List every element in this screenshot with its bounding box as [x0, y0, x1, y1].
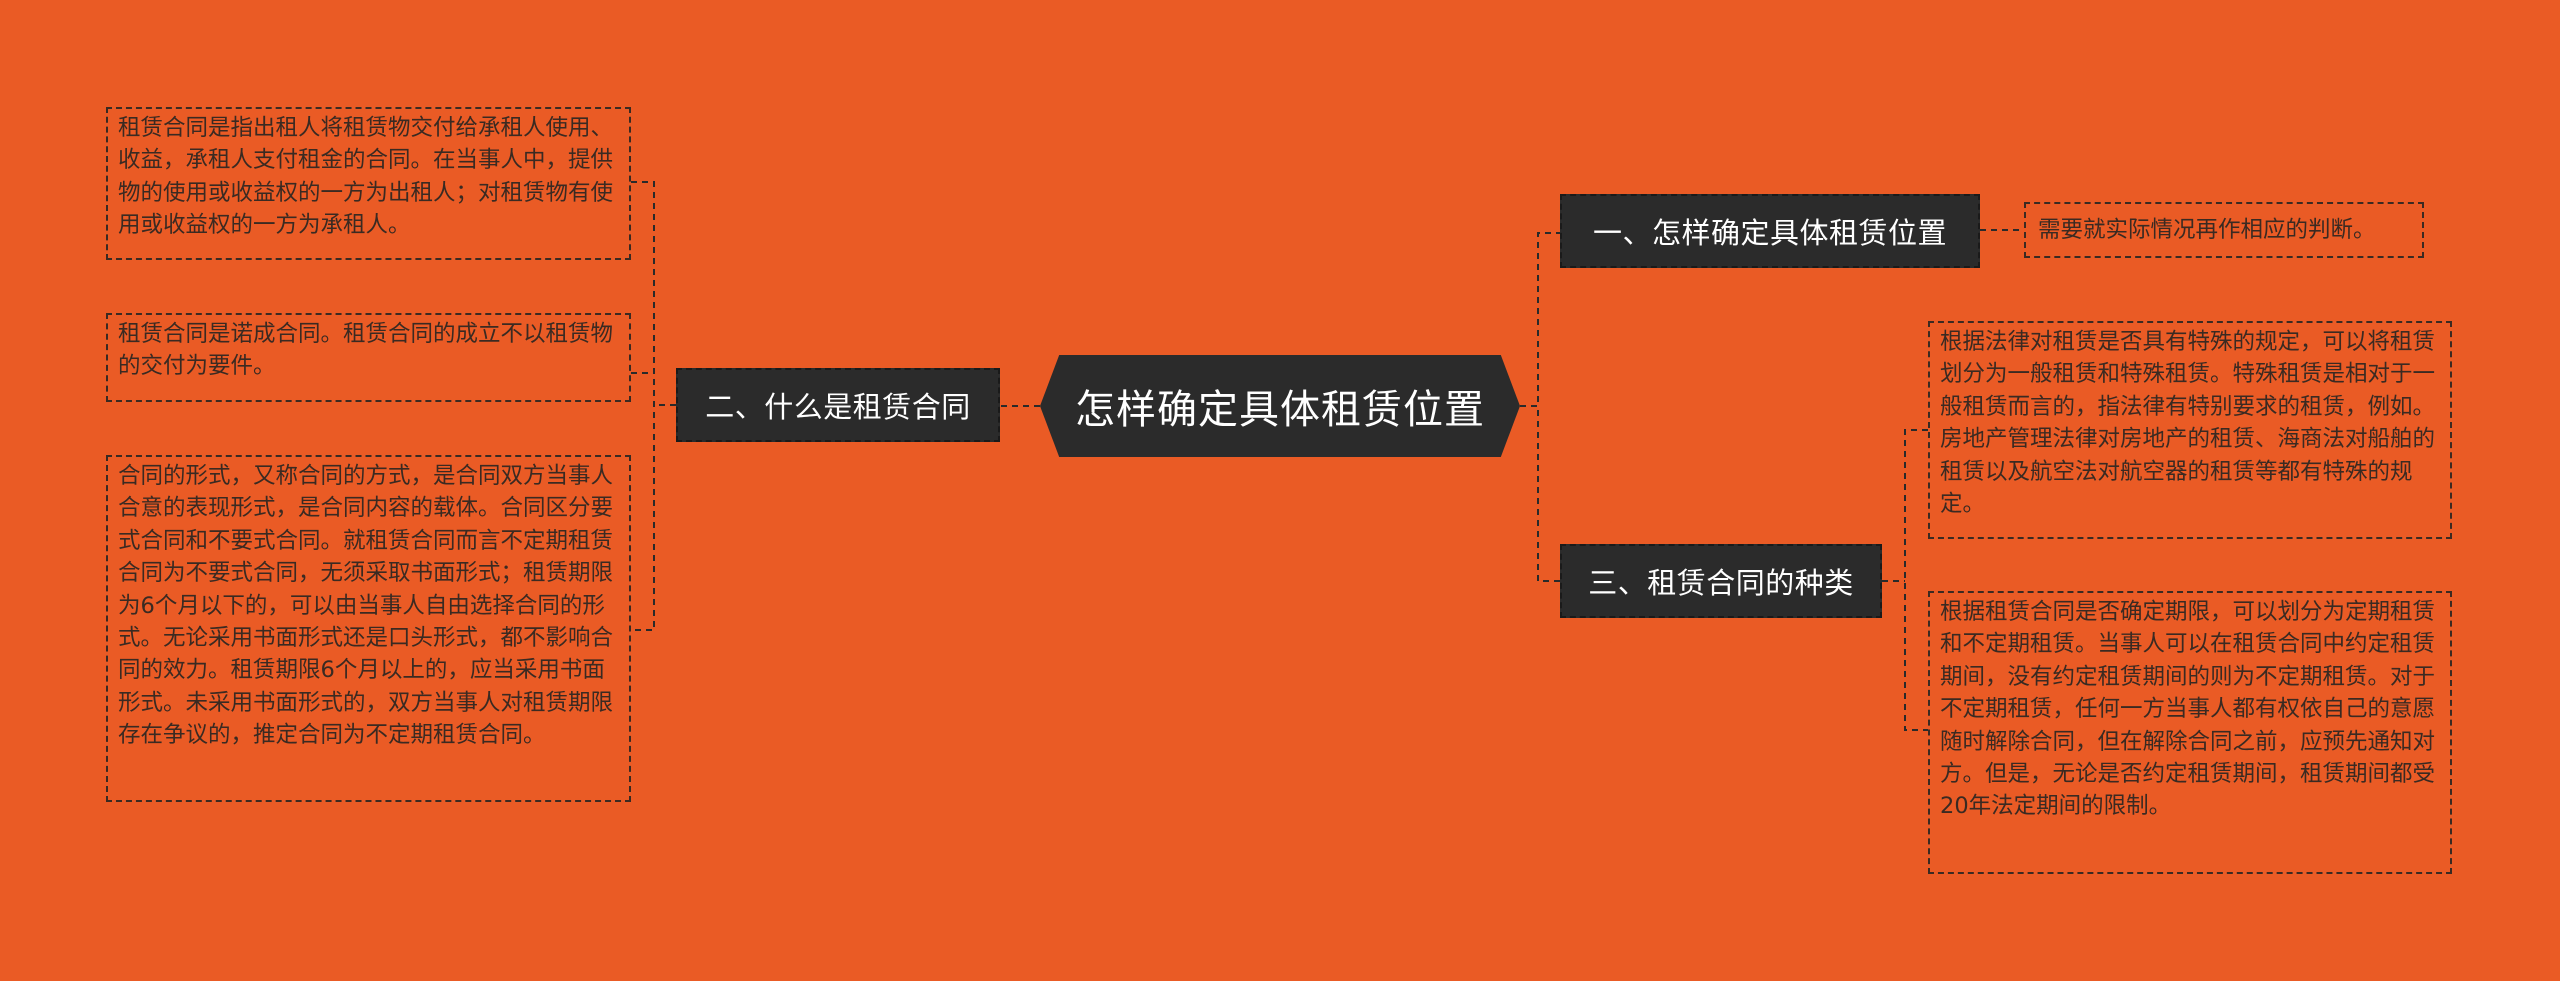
leaf-branch3-fixed-indefinite[interactable]: 根据租赁合同是否确定期限，可以划分为定期租赁和不定期租赁。当事人可以在租赁合同中… [1928, 591, 2452, 874]
leaf-branch2-definition[interactable]: 租赁合同是指出租人将租赁物交付给承租人使用、收益，承租人支付租金的合同。在当事人… [106, 107, 631, 260]
central-topic[interactable]: 怎样确定具体租赁位置 [1040, 355, 1520, 457]
connector-branch2-leaves [631, 181, 676, 631]
leaf-branch2-consensual[interactable]: 租赁合同是诺成合同。租赁合同的成立不以租赁物的交付为要件。 [106, 313, 631, 402]
branch-node-what-is-lease[interactable]: 二、什么是租赁合同 [676, 368, 1000, 442]
connector-root-branch1 [1520, 232, 1560, 407]
branch-node-how-to-determine[interactable]: 一、怎样确定具体租赁位置 [1560, 194, 1980, 268]
leaf-branch3-general-special[interactable]: 根据法律对租赁是否具有特殊的规定，可以将租赁划分为一般租赁和特殊租赁。特殊租赁是… [1928, 321, 2452, 539]
branch-node-lease-types[interactable]: 三、租赁合同的种类 [1560, 544, 1882, 618]
connector-branch3-leaves [1882, 429, 1928, 731]
leaf-branch1-note[interactable]: 需要就实际情况再作相应的判断。 [2024, 202, 2424, 258]
leaf-branch2-contract-form[interactable]: 合同的形式，又称合同的方式，是合同双方当事人合意的表现形式，是合同内容的载体。合… [106, 455, 631, 802]
connector-root-branch3 [1520, 405, 1560, 582]
